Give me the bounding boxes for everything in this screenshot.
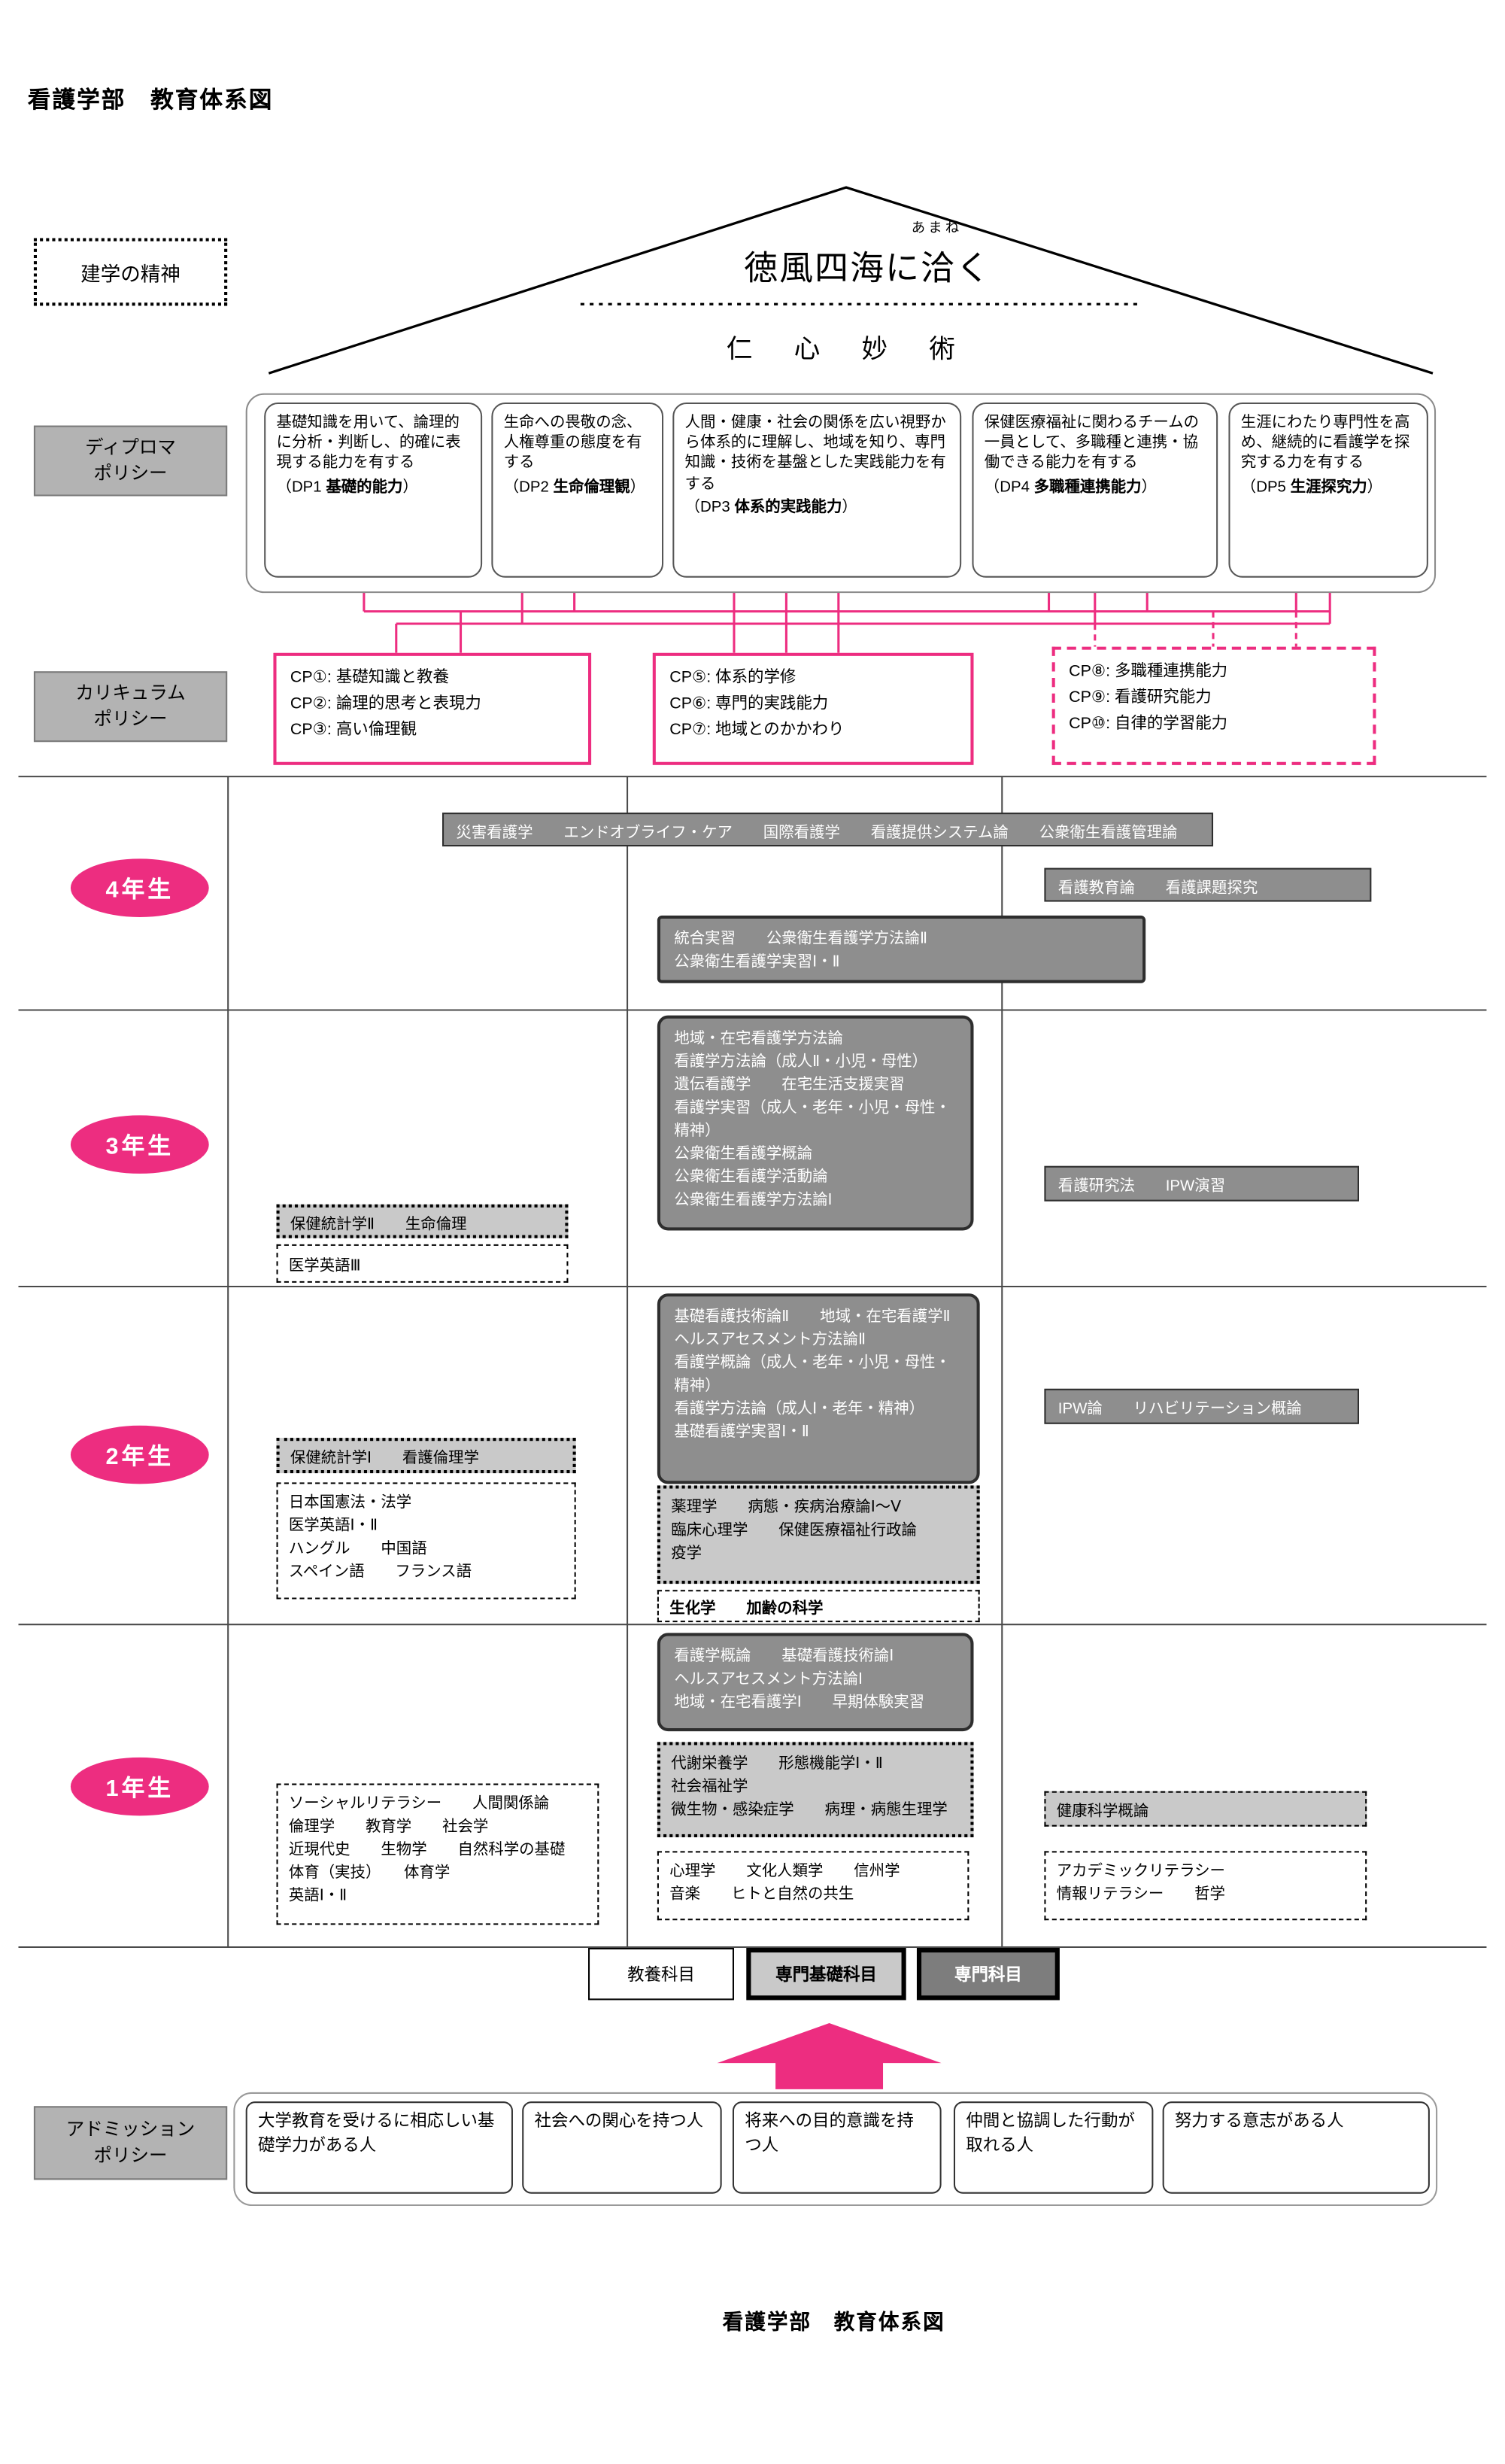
y1-liberal-arts-box: ソーシャルリテラシー 人間関係論 倫理学 教育学 社会学 近現代史 生物学 自然… bbox=[276, 1783, 599, 1925]
y2-science-bar: 生化学 加齢の科学 bbox=[657, 1590, 980, 1623]
dp5-text: 生涯にわたり専門性を高め、継続的に看護学を探究する力を有する bbox=[1240, 415, 1410, 472]
y2-language-liberal-box: 日本国憲法・法学 医学英語Ⅰ・Ⅱ ハングル 中国語 スペイン語 フランス語 bbox=[276, 1482, 576, 1600]
section-grid bbox=[18, 776, 1487, 1949]
dp5-box: 生涯にわたり専門性を高め、継続的に看護学を探究する力を有する （DP5 生涯探究… bbox=[1228, 402, 1428, 578]
y4-specialized-courses-bar: 災害看護学 エンドオブライフ・ケア 国際看護学 看護提供システム論 公衆衛生看護… bbox=[442, 813, 1214, 847]
diploma-policy-label: ディプロマ ポリシー bbox=[33, 425, 228, 497]
y2-ipw-bar: IPW論 リハビリテーション概論 bbox=[1044, 1388, 1359, 1424]
legend-specialized-basic: 専門基礎科目 bbox=[746, 1948, 906, 2001]
dp3-text: 人間・健康・社会の関係を広い視野から体系的に理解し、地域を知り、専門知識・技術を… bbox=[684, 415, 946, 493]
motto-virtue-text: 仁 心 妙 術 bbox=[726, 335, 963, 364]
admission-item-4: 仲間と協調した行動が取れる人 bbox=[953, 2101, 1154, 2194]
up-arrow-icon bbox=[717, 2023, 942, 2089]
year-3-badge: 3年生 bbox=[70, 1115, 209, 1174]
founding-spirit-label: 建学の精神 bbox=[33, 238, 228, 306]
legend-liberal-arts: 教養科目 bbox=[588, 1948, 734, 2001]
y1-medical-basic-box: 代謝栄養学 形態機能学Ⅰ・Ⅱ 社会福祉学 微生物・感染症学 病理・病態生理学 bbox=[657, 1742, 974, 1837]
admission-item-5: 努力する意志がある人 bbox=[1162, 2101, 1430, 2194]
page-title: 看護学部 教育体系図 bbox=[27, 87, 274, 114]
y4-nursing-education-bar: 看護教育論 看護課題探究 bbox=[1044, 867, 1372, 902]
dp1-tag: （DP1 基礎的能力） bbox=[276, 479, 418, 496]
dp3-box: 人間・健康・社会の関係を広い視野から体系的に理解し、地域を知り、専門知識・技術を… bbox=[672, 402, 962, 578]
year-4-badge: 4年生 bbox=[70, 858, 209, 917]
dp2-text: 生命への畏敬の念、人権尊重の態度を有する bbox=[503, 415, 642, 472]
y2-main-specialized-box: 基礎看護技術論Ⅱ 地域・在宅看護学Ⅱ ヘルスアセスメント方法論Ⅱ 看護学概論（成… bbox=[657, 1293, 980, 1484]
y2-basic-subjects-bar: 保健統計学Ⅰ 看護倫理学 bbox=[276, 1438, 576, 1474]
y2-medical-basic-box: 薬理学 病態・疾病治療論Ⅰ～Ⅴ 臨床心理学 保健医療福祉行政論 疫学 bbox=[657, 1485, 980, 1584]
dp4-tag: （DP4 多職種連携能力） bbox=[984, 479, 1157, 496]
dp3-tag: （DP3 体系的実践能力） bbox=[684, 499, 857, 516]
cp-group-2: CP⑤: 体系的学修 CP⑥: 専門的実践能力 CP⑦: 地域とのかかわり bbox=[652, 652, 974, 765]
dp2-box: 生命への畏敬の念、人権尊重の態度を有する （DP2 生命倫理観） bbox=[491, 402, 664, 578]
dp1-box: 基礎知識を用いて、論理的に分析・判断し、的確に表現する能力を有する （DP1 基… bbox=[264, 402, 483, 578]
y1-culture-box: 心理学 文化人類学 信州学 音楽 ヒトと自然の共生 bbox=[657, 1851, 969, 1921]
y3-basic-subjects-bar: 保健統計学Ⅱ 生命倫理 bbox=[276, 1204, 569, 1238]
dp2-tag: （DP2 生命倫理観） bbox=[503, 479, 646, 496]
y3-liberal-arts-bar: 医学英語Ⅲ bbox=[276, 1244, 569, 1283]
motto-ruby: あまね bbox=[911, 219, 963, 235]
admission-item-1: 大学教育を受けるに相応しい基礎学力がある人 bbox=[245, 2101, 513, 2194]
y3-research-bar: 看護研究法 IPW演習 bbox=[1044, 1165, 1359, 1202]
year-1-badge: 1年生 bbox=[70, 1757, 209, 1816]
year-2-badge: 2年生 bbox=[70, 1425, 209, 1484]
y1-literacy-box: アカデミックリテラシー 情報リテラシー 哲学 bbox=[1044, 1851, 1367, 1921]
dp4-box: 保健医療福祉に関わるチームの一員として、多職種と連携・協働できる能力を有する （… bbox=[972, 402, 1218, 578]
dp4-text: 保健医療福祉に関わるチームの一員として、多職種と連携・協働できる能力を有する bbox=[984, 415, 1200, 472]
footer-title: 看護学部 教育体系図 bbox=[722, 2310, 945, 2334]
y1-health-science-bar: 健康科学概論 bbox=[1044, 1791, 1367, 1827]
motto-text: 徳風四海に洽く bbox=[744, 248, 991, 287]
dp-cp-connectors bbox=[363, 590, 1331, 653]
roof-outline bbox=[268, 186, 1434, 375]
dp1-text: 基礎知識を用いて、論理的に分析・判断し、的確に表現する能力を有する bbox=[276, 415, 461, 472]
dp5-tag: （DP5 生涯探究力） bbox=[1240, 479, 1383, 496]
cp-group-3: CP⑧: 多職種連携能力 CP⑨: 看護研究能力 CP⑩: 自律的学習能力 bbox=[1051, 646, 1376, 765]
admission-item-3: 将来への目的意識を持つ人 bbox=[732, 2101, 942, 2194]
admission-policy-label: アドミッション ポリシー bbox=[33, 2106, 228, 2180]
cp-group-1: CP①: 基礎知識と教養 CP②: 論理的思考と表現力 CP③: 高い倫理観 bbox=[273, 652, 592, 765]
y4-practicum-box: 統合実習 公衆衛生看護学方法論Ⅱ 公衆衛生看護学実習Ⅰ・Ⅱ bbox=[657, 915, 1146, 983]
curriculum-policy-label: カリキュラム ポリシー bbox=[33, 671, 228, 743]
y3-main-specialized-box: 地域・在宅看護学方法論 看護学方法論（成人Ⅱ・小児・母性） 遺伝看護学 在宅生活… bbox=[657, 1015, 974, 1231]
legend-specialized: 専門科目 bbox=[916, 1948, 1060, 2001]
admission-item-2: 社会への関心を持つ人 bbox=[522, 2101, 722, 2194]
y1-main-specialized-box: 看護学概論 基礎看護技術論Ⅰ ヘルスアセスメント方法論Ⅰ 地域・在宅看護学Ⅰ 早… bbox=[657, 1633, 974, 1732]
